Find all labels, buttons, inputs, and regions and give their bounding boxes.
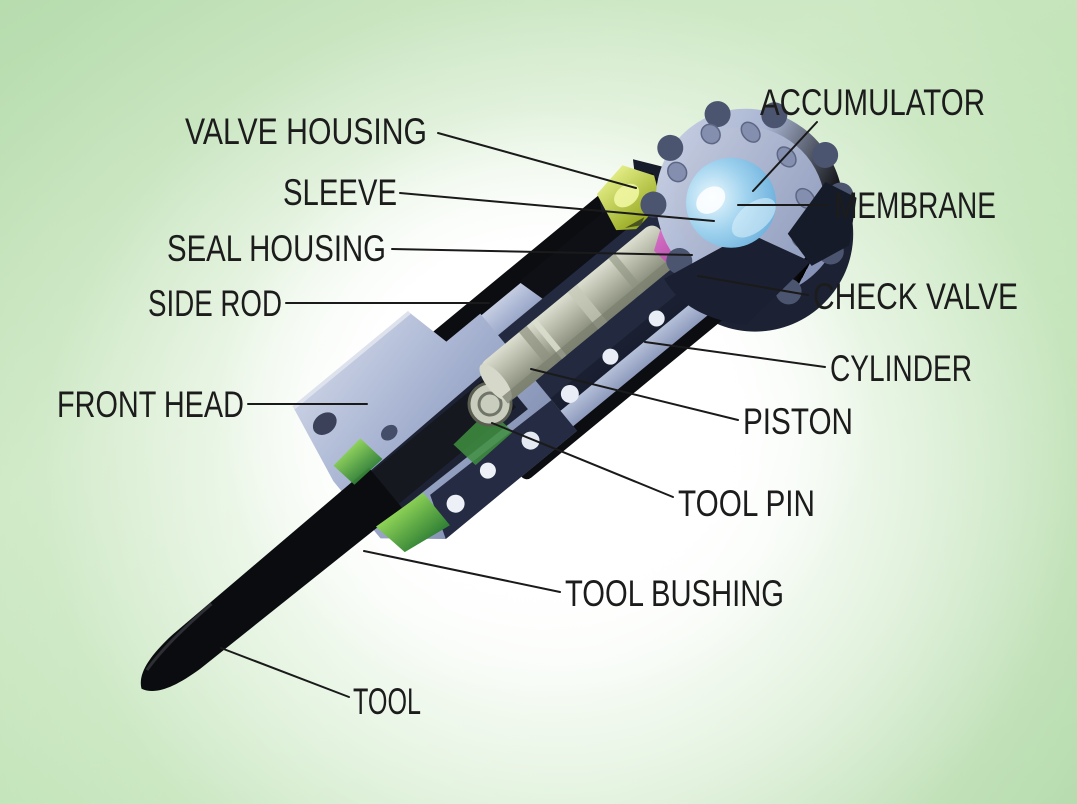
membrane-accumulator bbox=[686, 157, 777, 248]
tool bbox=[140, 467, 402, 692]
cylinder-bottom-rim bbox=[534, 270, 744, 448]
piston-leader-line bbox=[530, 368, 739, 421]
tool-highlight bbox=[145, 602, 213, 671]
valve-housing-leader-line bbox=[437, 132, 637, 189]
check-valve-leader-line bbox=[697, 275, 809, 296]
label-membrane: MEMBRANE bbox=[834, 185, 996, 226]
front-head-hole-small bbox=[381, 424, 398, 441]
tool-bushing-upper bbox=[333, 438, 383, 485]
front-head-hole bbox=[312, 412, 337, 435]
label-accumulator: ACCUMULATOR bbox=[760, 82, 985, 123]
breaker-assembly bbox=[140, 101, 857, 692]
label-check-valve: CHECK VALVE bbox=[813, 276, 1018, 317]
label-piston: PISTON bbox=[743, 401, 853, 442]
label-tool-pin: TOOL PIN bbox=[678, 483, 815, 524]
label-tool-bushing: TOOL BUSHING bbox=[565, 573, 784, 614]
label-cylinder: CYLINDER bbox=[830, 348, 972, 389]
sleeve-leader-line bbox=[399, 192, 715, 222]
leader-lines bbox=[220, 121, 829, 698]
flange-lower-dark bbox=[787, 182, 857, 266]
label-valve-housing: VALVE HOUSING bbox=[185, 111, 427, 152]
seal-housing-leader-line bbox=[391, 248, 693, 256]
tool-bushing-leader-line bbox=[363, 550, 561, 593]
label-side-rod: SIDE ROD bbox=[148, 283, 282, 324]
label-tool: TOOL bbox=[353, 681, 421, 722]
part-labels: VALVE HOUSING SLEEVE SEAL HOUSING SIDE ROD F… bbox=[57, 82, 1018, 722]
front-head-edge-highlight bbox=[292, 310, 411, 410]
piston bbox=[479, 225, 684, 404]
tool-leader-line bbox=[220, 647, 350, 698]
label-front-head: FRONT HEAD bbox=[57, 384, 244, 425]
tool-bushing-lower bbox=[375, 492, 450, 553]
cylinder-leader-line bbox=[644, 341, 826, 368]
check-valve bbox=[664, 232, 811, 325]
front-head-bolt-holes bbox=[446, 431, 540, 513]
accumulator-leader-line bbox=[752, 121, 818, 192]
front-head-lower-band bbox=[430, 400, 577, 540]
tool-pin-leader-line bbox=[491, 422, 674, 498]
label-seal-housing: SEAL HOUSING bbox=[167, 228, 386, 269]
label-sleeve: SLEEVE bbox=[283, 172, 397, 213]
